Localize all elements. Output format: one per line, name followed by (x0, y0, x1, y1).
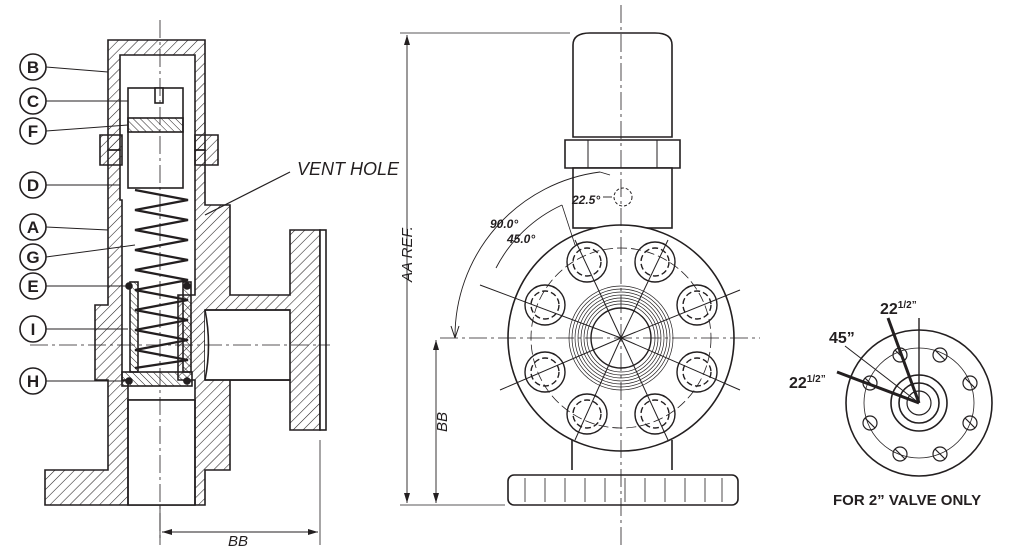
vent-hole-label: VENT HOLE (297, 159, 400, 179)
callout-d: D (19, 171, 120, 199)
front-base (571, 440, 673, 470)
callout-a: A (19, 213, 109, 241)
svg-text:G: G (26, 248, 39, 267)
callout-list: B C F D A G E (19, 53, 136, 395)
angle-22-5-label: 22.5° (571, 193, 600, 207)
front-bonnet (572, 32, 673, 138)
angle-45-label: 45.0° (506, 232, 535, 246)
seat-disc (121, 371, 193, 387)
bb-bottom-label: BB (228, 533, 248, 550)
aa-ref-label: AA REF. (399, 226, 416, 283)
small-angle-45: 45” (829, 330, 855, 347)
small-angle-22-left: 221/2” (789, 374, 826, 392)
svg-text:C: C (27, 92, 39, 111)
front-hex-nut (564, 139, 681, 169)
svg-text:F: F (28, 122, 38, 141)
callout-b: B (19, 53, 109, 81)
small-angle-22-top: 221/2” (880, 300, 917, 318)
lock-nut (99, 134, 123, 166)
svg-text:B: B (27, 58, 39, 77)
section-view (30, 20, 330, 545)
caption-2in-valve: FOR 2” VALVE ONLY (833, 492, 981, 509)
small-flange-view (836, 317, 993, 477)
svg-text:A: A (27, 218, 39, 237)
callout-e: E (19, 272, 129, 300)
callout-f: F (19, 117, 129, 145)
spring (134, 188, 189, 370)
front-base-plate (507, 474, 739, 506)
callout-i: I (19, 315, 128, 343)
callout-h: H (19, 367, 129, 395)
front-view (400, 5, 760, 545)
callout-g: G (19, 243, 136, 271)
bb-side-label: BB (434, 412, 451, 432)
svg-text:H: H (27, 372, 39, 391)
svg-text:E: E (27, 277, 38, 296)
small-bolt-holes (862, 347, 978, 462)
angle-90-label: 90.0° (490, 217, 518, 231)
callout-c: C (19, 87, 128, 115)
svg-text:D: D (27, 176, 39, 195)
front-bolt-holes (524, 241, 718, 435)
svg-text:I: I (31, 320, 36, 339)
